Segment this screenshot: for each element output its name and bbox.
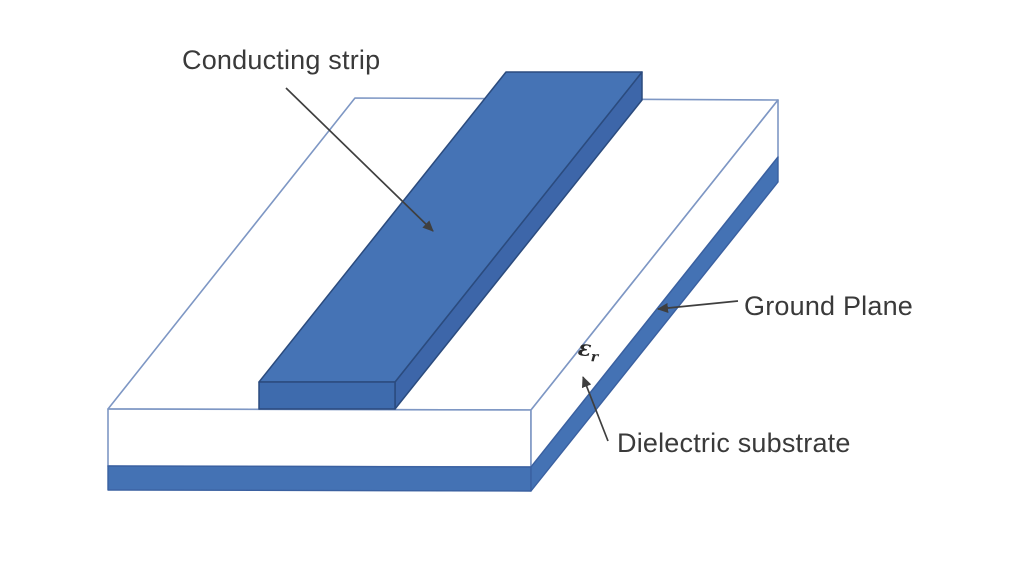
conducting-strip-front-face	[258, 381, 396, 410]
ground-plane-arrow	[657, 300, 739, 313]
substrate-front-face	[107, 408, 532, 468]
ground-plane-label: Ground Plane	[744, 291, 914, 321]
relative-permittivity-label: εr	[577, 335, 600, 366]
conducting-strip-label: Conducting strip	[182, 45, 381, 75]
ground-plane-front-band	[107, 465, 532, 492]
dielectric-substrate-arrow	[581, 376, 609, 442]
epsilon-subscript: r	[590, 349, 599, 366]
conducting-strip-arrow	[285, 87, 434, 232]
dielectric-substrate-label: Dielectric substrate	[617, 428, 851, 458]
ground-plane-side-band	[530, 156, 779, 492]
